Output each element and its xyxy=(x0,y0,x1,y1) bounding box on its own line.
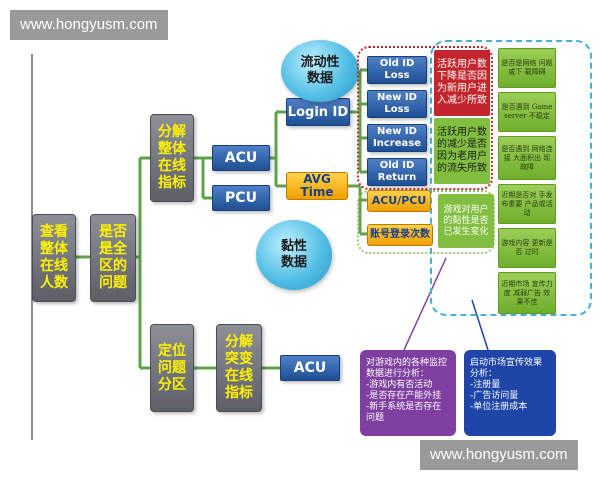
branch-mutation-box: 分解 突变 在线 指标 xyxy=(216,324,262,412)
marketing-analysis-line-2: -广告访问量 xyxy=(470,391,519,401)
acu-box: ACU xyxy=(212,145,270,171)
fluidity-group-outline xyxy=(357,46,493,190)
causes-group-outline xyxy=(430,40,592,316)
cause-game-server: 是否遇到 Game server 不稳定 xyxy=(498,92,556,132)
cause-content-outdated: 游戏内容 更新是否 过时 xyxy=(498,228,556,268)
acu-bottom-box: ACU xyxy=(280,355,340,381)
login-count-box: 账号登录次数 xyxy=(367,224,433,246)
pcu-box: PCU xyxy=(212,185,270,211)
watermark-top: www.hongyusm.com xyxy=(10,10,168,40)
old-user-question: 活跃用户数的减少是否因为老用户的流失所致 xyxy=(434,118,490,184)
acu-pcu-box: ACU/PCU xyxy=(367,190,431,212)
ingame-analysis-title: 对游戏内的各种监控数据进行分析： xyxy=(366,358,448,379)
ingame-analysis-line-1: -游戏内有否活动 xyxy=(366,380,433,390)
login-id-box: Login ID xyxy=(286,98,350,126)
ingame-analysis-note: 对游戏内的各种监控数据进行分析： -游戏内有否活动 -是否存在产能外挂 -新手系… xyxy=(360,350,456,436)
login-metric-old-id-return: Old ID Return xyxy=(367,158,427,186)
stickiness-question: 游戏对用户的黏性是否已发生变化 xyxy=(438,194,494,248)
marketing-analysis-line-1: -注册量 xyxy=(470,380,501,390)
ingame-analysis-line-2: -是否存在产能外挂 xyxy=(366,391,442,401)
root-box: 查看 整体 在线 人数 xyxy=(32,214,76,302)
login-metric-old-id-loss: Old ID Loss xyxy=(367,56,427,84)
marketing-analysis-note: 启动市场宣传效果分析： -注册量 -广告访问量 -单位注册成本 xyxy=(464,350,556,436)
stickiness-circle: 黏性 数据 xyxy=(256,220,332,290)
cause-network-download: 是否是网络 问题或下 载障碍 xyxy=(498,48,556,88)
question-box: 是否 是全 区的 问题 xyxy=(90,214,136,302)
watermark-bottom: www.hongyusm.com xyxy=(420,440,578,470)
branch-bottom-box: 定位 问题 分区 xyxy=(150,324,194,412)
marketing-analysis-title: 启动市场宣传效果分析： xyxy=(470,358,543,379)
marketing-analysis-line-3: -单位注册成本 xyxy=(470,402,528,412)
ingame-analysis-line-3: -新手系统是否存在问题 xyxy=(366,402,442,423)
new-user-question: 活跃用户数下降是否因为新用户进入减少所致 xyxy=(434,50,490,116)
login-metric-new-id-increase: New ID Increase xyxy=(367,124,427,152)
cause-network-outage: 是否遇到 网络连接 大面积出 现故障 xyxy=(498,136,556,180)
login-metric-new-id-loss: New ID Loss xyxy=(367,90,427,118)
cause-marketing-weak: 近期市场 宣传力度 减弱广告 效果不佳 xyxy=(498,272,556,314)
branch-top-box: 分解 整体 在线 指标 xyxy=(150,114,194,202)
avg-time-box: AVG Time xyxy=(286,172,348,200)
fluidity-circle: 流动性 数据 xyxy=(281,40,359,102)
cause-competitor: 近期是否对 手发布重要 产品或活动 xyxy=(498,184,556,224)
